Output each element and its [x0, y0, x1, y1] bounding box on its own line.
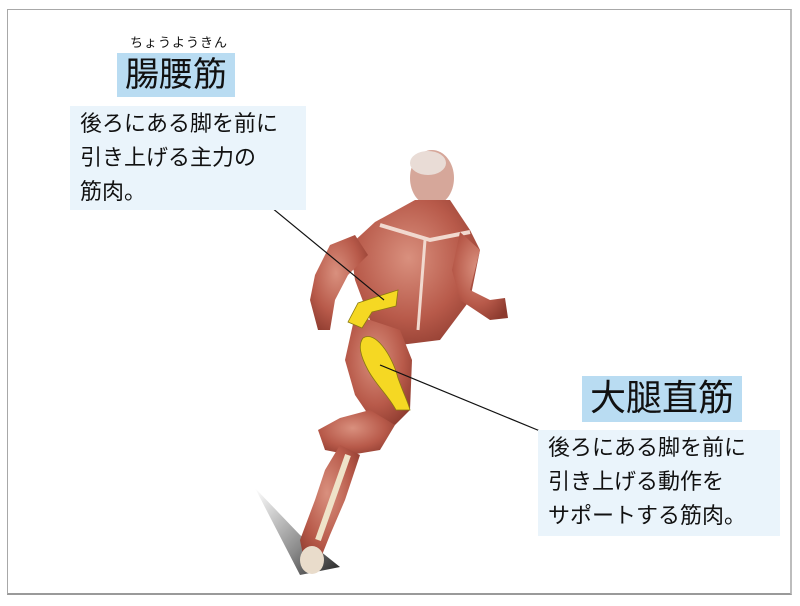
rectus-femoris-description: 後ろにある脚を前に 引き上げる動作を サポートする筋肉。 — [538, 430, 780, 536]
left-arm — [310, 235, 368, 330]
iliopsoas-title: 腸腰筋 — [117, 53, 235, 97]
title-ruby: ちょうようきん — [130, 36, 229, 51]
leader-line-rectus-femoris — [379, 364, 541, 432]
rectus-femoris-highlight — [359, 336, 411, 411]
foot — [300, 546, 324, 574]
rectus-femoris-title: 大腿直筋 — [582, 376, 743, 422]
iliopsoas-highlight — [347, 289, 399, 329]
iliopsoas-description: 後ろにある脚を前に 引き上げる主力の 筋肉。 — [70, 106, 306, 210]
knee-area — [318, 410, 395, 455]
right-arm — [452, 232, 508, 320]
